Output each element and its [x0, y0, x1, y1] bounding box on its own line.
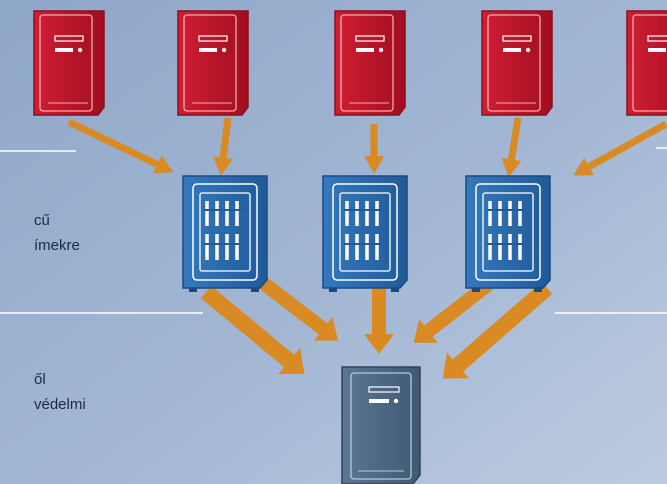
arrows-lower: [200, 274, 553, 379]
arrow: [200, 285, 305, 375]
red-tower-server-icon: [33, 10, 105, 116]
arrow: [364, 274, 394, 354]
red-tower-server-icon: [177, 10, 249, 116]
arrow: [213, 117, 234, 176]
blue-storage-cabinet-icon: [182, 175, 268, 292]
arrow: [413, 277, 495, 343]
blue-storage-cabinet-icon: [322, 175, 408, 292]
arrow: [501, 117, 522, 178]
text-fragment: cű: [34, 212, 50, 229]
text-fragment: védelmi: [34, 396, 86, 413]
arrows-upper: [67, 117, 667, 178]
arrow: [364, 124, 384, 174]
red-tower-server-icon: [481, 10, 553, 116]
text-fragment: ől: [34, 371, 46, 388]
arrow: [573, 120, 667, 176]
slate-tower-server-icon: [341, 366, 421, 484]
blue-storage-cabinet-icon: [465, 175, 551, 292]
red-tower-server-icon: [334, 10, 406, 116]
arrow: [257, 276, 339, 341]
arrow: [442, 281, 553, 379]
red-tower-server-icon: [626, 10, 667, 116]
text-fragment: ímekre: [34, 237, 80, 254]
storage-units: [182, 175, 551, 292]
arrow: [67, 118, 174, 174]
client-servers: [33, 10, 667, 116]
dividers: [0, 147, 667, 314]
